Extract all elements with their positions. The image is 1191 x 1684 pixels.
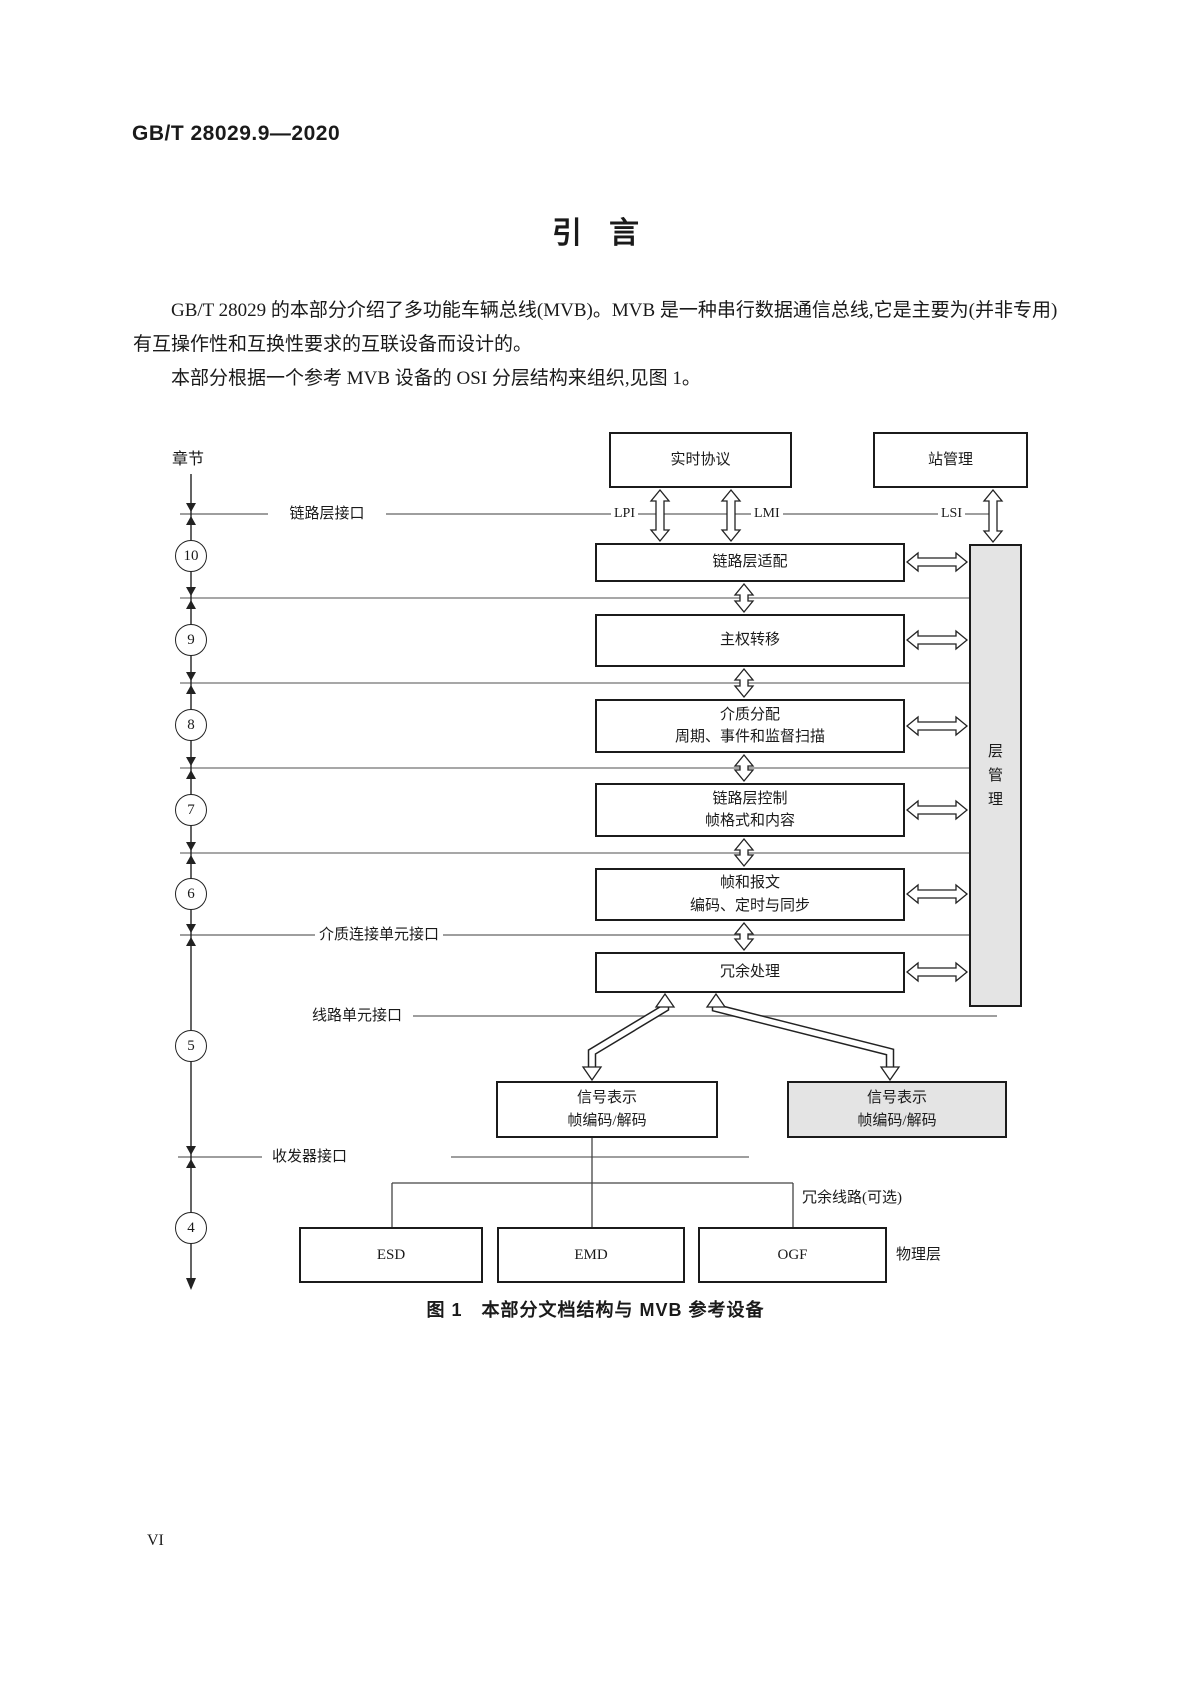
box-real-time-protocol: 实时协议 bbox=[609, 432, 792, 488]
chapter-circle-6: 6 bbox=[175, 878, 207, 910]
separator-lines bbox=[180, 597, 969, 854]
chapter-number: 9 bbox=[187, 631, 195, 648]
arrow-v5 bbox=[733, 921, 755, 952]
chapter-number: 10 bbox=[183, 547, 199, 564]
box-label: 帧和报文 bbox=[719, 875, 780, 891]
arrow-h2 bbox=[905, 629, 969, 651]
box-link-layer-control: 链路层控制 帧格式和内容 bbox=[595, 783, 905, 837]
box-label: 帧格式和内容 bbox=[704, 813, 795, 829]
box-label: 链路层适配 bbox=[712, 554, 788, 571]
flow-arrows bbox=[649, 488, 1004, 983]
arrow-h5 bbox=[905, 883, 969, 905]
box-label: 信号表示 bbox=[576, 1090, 637, 1106]
interface-label-lsi: LSI bbox=[938, 505, 965, 523]
arrow-v1 bbox=[733, 582, 755, 614]
box-label: 链路层控制 bbox=[712, 790, 788, 807]
paragraph: GB/T 28029 的本部分介绍了多功能车辆总线(MVB)。MVB 是一种串行… bbox=[133, 300, 1058, 355]
interface-label-line-unit: 线路单元接口 bbox=[308, 1006, 407, 1026]
chapter-number: 7 bbox=[187, 801, 195, 818]
interface-label-lpi: LPI bbox=[611, 505, 638, 523]
chapter-circle-9: 9 bbox=[175, 624, 207, 656]
intro-text: GB/T 28029 的本部分介绍了多功能车辆总线(MVB)。MVB 是一种串行… bbox=[133, 294, 1059, 395]
box-emd: EMD bbox=[497, 1227, 685, 1283]
box-label: 介质分配 bbox=[719, 706, 780, 723]
box-ogf: OGF bbox=[698, 1227, 887, 1283]
box-layer-management: 层管理 bbox=[969, 544, 1022, 1007]
axis-arrowheads bbox=[186, 503, 196, 1290]
box-media-allocation: 介质分配 周期、事件和监督扫描 bbox=[595, 699, 905, 753]
paragraph: 本部分根据一个参考 MVB 设备的 OSI 分层结构来组织,见图 1。 bbox=[171, 367, 701, 389]
page-title: 引言 bbox=[552, 217, 666, 250]
box-label: 编码、定时与同步 bbox=[689, 897, 810, 914]
arrow-v2 bbox=[733, 667, 755, 699]
box-signal-representation-redundant: 信号表示 帧编码/解码 bbox=[787, 1081, 1007, 1138]
box-label: 站管理 bbox=[927, 451, 973, 468]
box-mastership-transfer: 主权转移 bbox=[595, 614, 905, 667]
chapter-axis-label: 章节 bbox=[172, 451, 205, 468]
chapter-circle-7: 7 bbox=[175, 794, 207, 826]
connector-tree bbox=[391, 1138, 794, 1227]
box-label: 帧编码/解码 bbox=[567, 1112, 647, 1129]
box-signal-representation-main: 信号表示 帧编码/解码 bbox=[496, 1081, 718, 1138]
chapter-circle-5: 5 bbox=[175, 1030, 207, 1062]
arrow-lmi bbox=[720, 488, 742, 543]
chapter-circle-8: 8 bbox=[175, 709, 207, 741]
standard-number: GB/T 28029.9—2020 bbox=[132, 122, 341, 145]
arrow-h1 bbox=[905, 551, 969, 573]
arrow-h6 bbox=[905, 961, 969, 983]
chapter-circle-10: 10 bbox=[175, 540, 207, 572]
branch-arrows bbox=[581, 992, 901, 1082]
chapter-number: 4 bbox=[187, 1219, 195, 1236]
box-frames-telegrams: 帧和报文 编码、定时与同步 bbox=[595, 868, 905, 921]
interface-label-lmi: LMI bbox=[751, 505, 783, 523]
box-redundancy-handling: 冗余处理 bbox=[595, 952, 905, 993]
interface-label-link-layer: 链路层接口 bbox=[268, 504, 386, 524]
box-link-layer-adaptation: 链路层适配 bbox=[595, 543, 905, 582]
figure-caption: 图 1 本部分文档结构与 MVB 参考设备 bbox=[426, 1300, 765, 1320]
box-label: OGF bbox=[777, 1246, 808, 1263]
chapter-number: 5 bbox=[187, 1037, 195, 1054]
chapter-number: 6 bbox=[187, 885, 195, 902]
box-label: ESD bbox=[376, 1246, 406, 1263]
interface-label-medium-attachment: 介质连接单元接口 bbox=[315, 925, 444, 945]
page-number: VI bbox=[147, 1532, 164, 1549]
chapter-number: 8 bbox=[187, 716, 195, 733]
arrow-v4 bbox=[733, 837, 755, 868]
box-label: 帧编码/解码 bbox=[857, 1112, 937, 1129]
arrow-v3 bbox=[733, 753, 755, 783]
box-label: 主权转移 bbox=[719, 632, 780, 649]
arrow-h4 bbox=[905, 799, 969, 821]
annotation-physical-layer: 物理层 bbox=[896, 1247, 942, 1263]
chapter-circle-4: 4 bbox=[175, 1212, 207, 1244]
annotation-redundant-line: 冗余线路(可选) bbox=[802, 1190, 902, 1206]
box-label: 冗余处理 bbox=[719, 964, 780, 981]
box-station-management: 站管理 bbox=[873, 432, 1028, 488]
chapter-axis bbox=[186, 474, 196, 1290]
arrow-lsi bbox=[982, 488, 1004, 544]
box-esd: ESD bbox=[299, 1227, 483, 1283]
interface-label-transceiver: 收发器接口 bbox=[268, 1147, 352, 1167]
box-label: 实时协议 bbox=[670, 451, 731, 468]
box-label: 周期、事件和监督扫描 bbox=[674, 729, 825, 745]
arrow-lpi bbox=[649, 488, 671, 543]
box-label: 信号表示 bbox=[866, 1090, 927, 1106]
box-label: EMD bbox=[574, 1246, 608, 1263]
arrow-h3 bbox=[905, 715, 969, 737]
box-label: 层管理 bbox=[987, 743, 1003, 808]
